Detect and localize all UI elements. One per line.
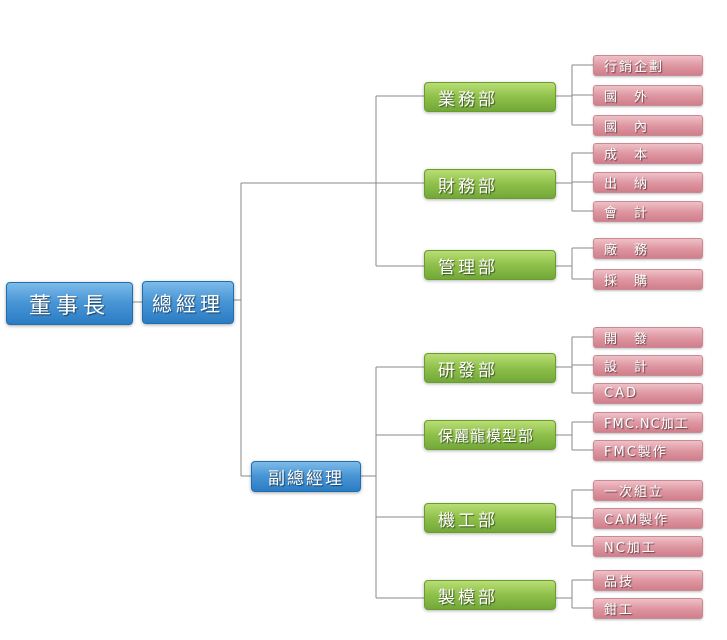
unit-box: FMC.NC加工 <box>593 412 703 433</box>
unit-box: 鉗工 <box>593 598 703 619</box>
unit-box: FMC製作 <box>593 440 703 461</box>
unit-label: 國 內 <box>604 120 650 135</box>
department-label: 管理部 <box>438 257 498 278</box>
unit-box: 一次組立 <box>593 480 703 501</box>
unit-box: NC加工 <box>593 536 703 557</box>
unit-box: 設 計 <box>593 355 703 376</box>
department-box: 製模部 <box>424 580 556 610</box>
department-box: 機工部 <box>424 503 556 533</box>
unit-box: 採 購 <box>593 269 703 290</box>
chairman-label: 董事長 <box>28 293 110 319</box>
unit-label: 鉗工 <box>604 603 635 618</box>
unit-label: 採 購 <box>604 274 650 289</box>
unit-label: 品技 <box>604 575 635 590</box>
department-label: 保麗龍模型部 <box>438 426 535 445</box>
unit-box: CAD <box>593 383 703 404</box>
chairman-box: 董事長 <box>6 282 133 325</box>
department-label: 研發部 <box>438 360 498 381</box>
unit-box: 成 本 <box>593 143 703 164</box>
department-box: 管理部 <box>424 250 556 280</box>
unit-box: 行銷企劃 <box>593 55 703 76</box>
unit-box: 開 發 <box>593 327 703 348</box>
unit-label: CAD <box>604 386 638 401</box>
unit-box: 會 計 <box>593 201 703 222</box>
unit-box: 品技 <box>593 570 703 591</box>
unit-label: NC加工 <box>604 541 657 556</box>
unit-box: 國 外 <box>593 85 703 106</box>
unit-label: 一次組立 <box>604 485 665 500</box>
department-label: 製模部 <box>438 587 498 608</box>
unit-label: 設 計 <box>604 360 650 375</box>
unit-label: 會 計 <box>604 206 650 221</box>
department-box: 財務部 <box>424 169 556 199</box>
unit-box: 國 內 <box>593 115 703 136</box>
unit-label: 廠 務 <box>604 243 650 258</box>
unit-label: 國 外 <box>604 90 650 105</box>
gm-box: 總經理 <box>142 281 234 324</box>
department-box: 研發部 <box>424 353 556 383</box>
unit-box: CAM製作 <box>593 508 703 529</box>
vgm-box: 副總經理 <box>251 461 361 492</box>
unit-label: 出 納 <box>604 177 650 192</box>
unit-label: FMC.NC加工 <box>604 417 689 432</box>
unit-label: 開 發 <box>604 332 650 347</box>
department-box: 保麗龍模型部 <box>424 420 556 450</box>
unit-label: 行銷企劃 <box>604 60 665 75</box>
gm-label: 總經理 <box>152 292 224 316</box>
unit-label: 成 本 <box>604 148 650 163</box>
department-label: 機工部 <box>438 510 498 531</box>
department-label: 業務部 <box>438 89 498 110</box>
vgm-label: 副總經理 <box>268 469 344 489</box>
unit-box: 出 納 <box>593 172 703 193</box>
unit-label: FMC製作 <box>604 445 668 460</box>
unit-box: 廠 務 <box>593 238 703 259</box>
unit-label: CAM製作 <box>604 513 670 528</box>
department-box: 業務部 <box>424 82 556 112</box>
department-label: 財務部 <box>438 176 498 197</box>
